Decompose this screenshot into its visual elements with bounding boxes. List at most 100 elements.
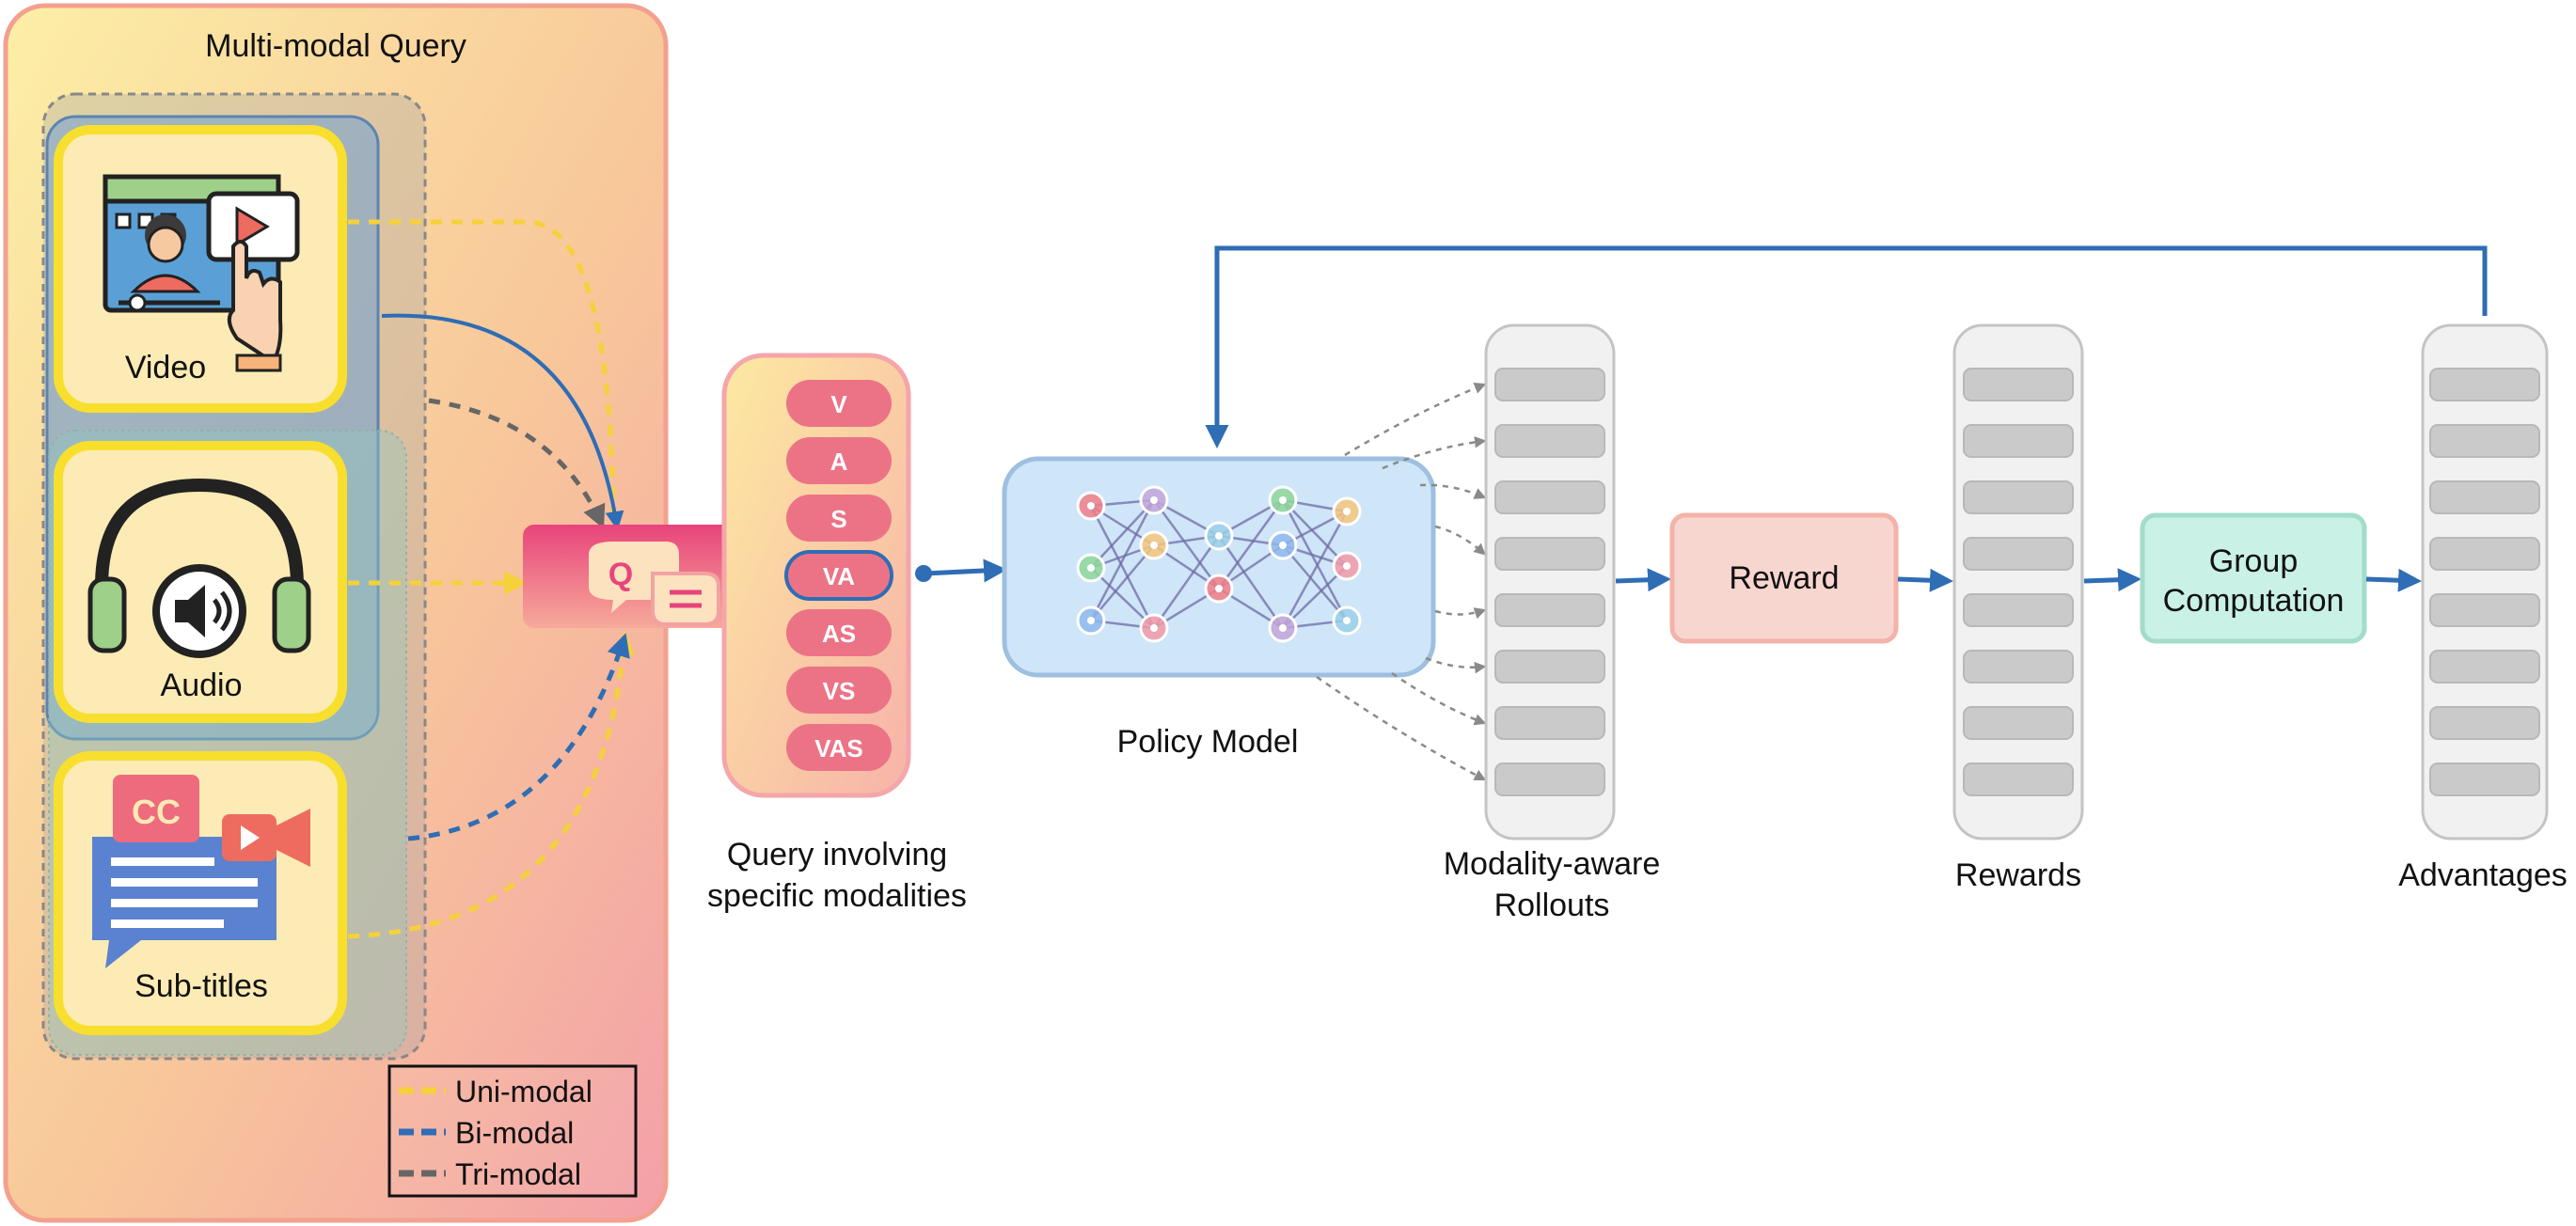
- column-slot: [1494, 650, 1605, 684]
- column-slot: [1963, 593, 2074, 627]
- subtitles-card: CC Sub-titles: [54, 751, 347, 1035]
- column-slot: [2429, 762, 2540, 796]
- network-edge: [1217, 535, 1285, 629]
- legend: Uni-modal Bi-modal Tri-modal: [387, 1064, 638, 1198]
- reward-to-rewards-arrow: [1897, 568, 1953, 592]
- rollouts-column: [1484, 323, 1616, 841]
- modality-pill: [786, 380, 892, 427]
- video-icon: [103, 174, 300, 372]
- network-node-core: [1150, 542, 1158, 549]
- network-edge: [1217, 499, 1285, 589]
- modality-pill-label: VA: [823, 562, 855, 590]
- network-node-core: [1279, 496, 1287, 504]
- network-node-core: [1343, 562, 1351, 570]
- column-slot: [1963, 424, 2074, 458]
- modality-pill: [786, 495, 892, 542]
- network-edge: [1152, 535, 1221, 629]
- modality-pill-label: S: [830, 505, 846, 533]
- network-node-core: [1087, 502, 1095, 510]
- legend-label-uni: Uni-modal: [455, 1075, 593, 1108]
- network-node-core: [1343, 508, 1351, 515]
- column-slot: [1494, 368, 1605, 401]
- svg-text:Q: Q: [608, 557, 633, 592]
- audio-label: Audio: [161, 668, 243, 703]
- rollout-arrow: [1391, 671, 1487, 726]
- network-node-core: [1343, 617, 1351, 624]
- advantages-column: [2421, 323, 2549, 841]
- video-camera-icon: [222, 809, 310, 867]
- group-to-advantages-arrow: [2365, 568, 2422, 592]
- tri-modal-line: [428, 398, 606, 529]
- rollout-slots: [1494, 368, 1605, 796]
- legend-label-tri: Tri-modal: [455, 1157, 581, 1191]
- modality-pill: [786, 667, 892, 714]
- column-slot: [1494, 762, 1605, 796]
- group-computation-box: [2140, 512, 2367, 644]
- network-node-core: [1150, 496, 1158, 504]
- query-caption-line1: Query involving: [727, 837, 947, 872]
- rollout-arrow: [1344, 382, 1487, 457]
- network-edge: [1090, 499, 1155, 569]
- modality-pill-label: VAS: [814, 734, 863, 762]
- column-slot: [2429, 424, 2540, 458]
- network-edge: [1282, 565, 1348, 629]
- modality-pill-label: A: [830, 448, 848, 476]
- query-caption-line2: specific modalities: [707, 878, 967, 914]
- column-slot: [1494, 537, 1605, 571]
- video-card: Video: [54, 125, 347, 413]
- rollout-arrow: [1419, 483, 1487, 499]
- connector-dot: [915, 565, 932, 582]
- headphones-icon: [87, 478, 311, 658]
- column-slot: [1963, 650, 2074, 684]
- rewards-column: [1952, 323, 2084, 841]
- network-node-core: [1087, 617, 1095, 624]
- network-edge: [1090, 544, 1155, 621]
- advantages-caption: Advantages: [2398, 857, 2568, 893]
- rollout-arrow: [1425, 656, 1487, 674]
- reward-label: Reward: [1729, 560, 1839, 596]
- modality-pill: [786, 437, 892, 484]
- rollout-arrow: [1316, 675, 1487, 781]
- column-slot: [1963, 762, 2074, 796]
- speaker-icon: [175, 585, 232, 637]
- column-slot: [2429, 537, 2540, 571]
- legend-label-bi: Bi-modal: [455, 1116, 574, 1150]
- column-slot: [2429, 593, 2540, 627]
- network-node-core: [1215, 585, 1223, 592]
- rollout-arrow: [1434, 525, 1486, 556]
- modality-pill: [786, 609, 892, 656]
- feedback-loop-arrow: [1205, 245, 2488, 448]
- column-slot: [1963, 537, 2074, 571]
- policy-model-caption: Policy Model: [1117, 724, 1299, 760]
- network-node-core: [1150, 624, 1158, 632]
- column-slot: [1963, 706, 2074, 740]
- modality-pill-label: AS: [822, 620, 856, 648]
- network-edge: [1089, 499, 1156, 621]
- bi-modal-line-as: [407, 633, 630, 841]
- uni-modal-line-video: [348, 219, 616, 527]
- rewards-caption: Rewards: [1955, 857, 2081, 893]
- rollout-arrow: [1434, 607, 1487, 620]
- cc-icon: CC: [113, 775, 199, 842]
- network-node-core: [1279, 624, 1287, 632]
- modality-pill: [786, 724, 892, 771]
- rollouts-to-reward-arrow: [1615, 568, 1671, 592]
- modality-pill-label: V: [830, 390, 847, 418]
- column-slot: [1494, 706, 1605, 740]
- network-node-core: [1215, 532, 1223, 540]
- rollouts-caption-line2: Rollouts: [1494, 888, 1610, 923]
- column-slot: [1494, 424, 1605, 458]
- column-slot: [1494, 480, 1605, 514]
- rollout-arrow: [1382, 436, 1487, 470]
- column-slot: [1963, 480, 2074, 514]
- uni-modal-line-subtitles: [347, 631, 635, 939]
- modality-pill-label: VS: [823, 677, 856, 705]
- network-node-core: [1087, 564, 1095, 572]
- network-edge: [1281, 511, 1349, 629]
- column-slot: [2429, 706, 2540, 740]
- column-slot: [2429, 368, 2540, 401]
- rollouts-caption-line1: Modality-aware: [1444, 846, 1661, 882]
- network-edge: [1281, 499, 1349, 621]
- video-label: Video: [125, 350, 206, 385]
